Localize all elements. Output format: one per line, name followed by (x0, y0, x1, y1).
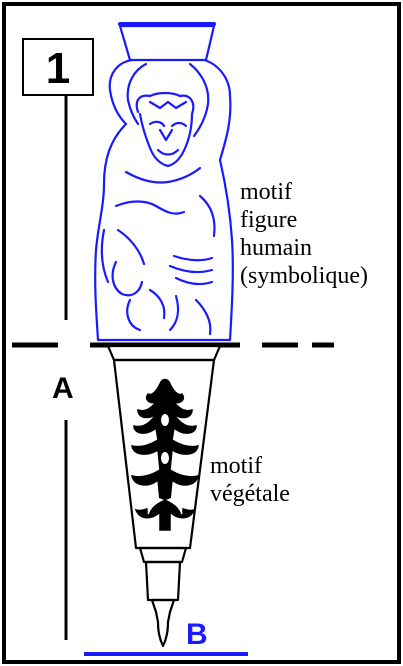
top-motif-line: motif (240, 178, 368, 206)
leaf-ornament (132, 380, 198, 531)
top-motif-line: humain (240, 234, 368, 262)
panel-number-box: 1 (22, 38, 94, 96)
bottom-motif-line: motif (210, 452, 290, 480)
outer-border (4, 4, 399, 662)
bottom-motif-line: végétale (210, 480, 290, 508)
top-motif-line: (symbolique) (240, 262, 368, 290)
marker-b: B (186, 620, 208, 650)
bottom-motif-caption: motif végétale (210, 452, 290, 508)
human-figure-motif (95, 24, 233, 340)
top-motif-caption: motif figure humain (symbolique) (240, 178, 368, 290)
marker-a: A (52, 374, 74, 404)
top-motif-line: figure (240, 206, 368, 234)
